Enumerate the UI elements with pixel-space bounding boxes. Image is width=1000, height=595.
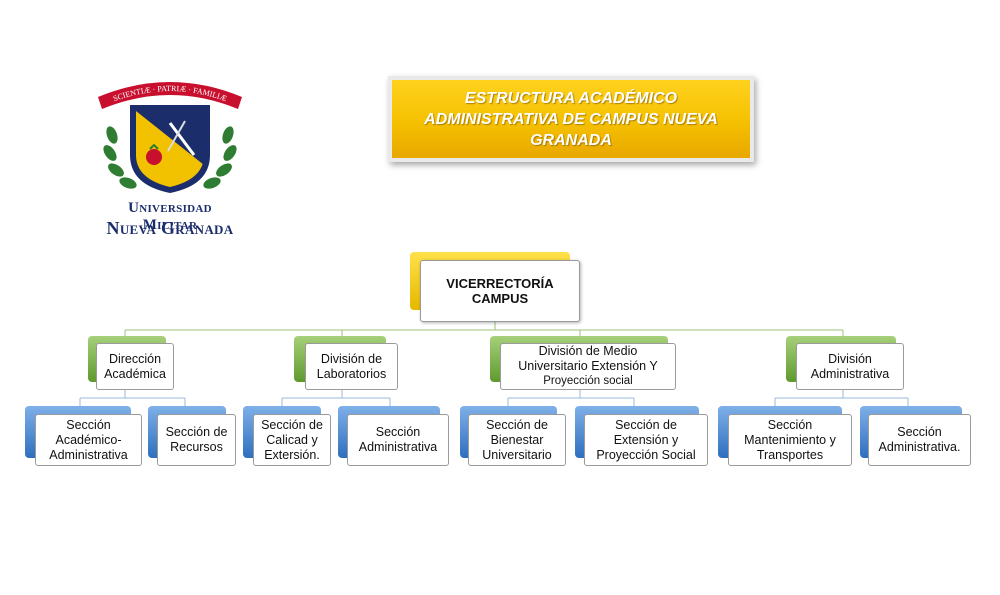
- section-label-line: Bienestar: [490, 432, 544, 447]
- section-label-line: Sección de: [165, 425, 228, 439]
- page-title: ESTRUCTURA ACADÉMICO ADMINISTRATIVA DE C…: [392, 80, 750, 158]
- section-label-line: Sección de: [261, 417, 323, 432]
- division-node-administrativa: División Administrativa: [796, 343, 904, 390]
- section-label-line: Sección: [66, 417, 111, 432]
- section-label-line: Administrativa: [358, 440, 438, 454]
- university-logo: SCIENTIÆ · PATRIÆ · FAMILIÆ: [90, 75, 250, 200]
- section-label-line: Sección: [897, 425, 942, 439]
- division-node-laboratorios: División de Laboratorios: [305, 343, 398, 390]
- division-label-line: Laboratorios: [316, 366, 387, 381]
- section-node-mantenimiento: Sección Mantenimiento y Transportes: [728, 414, 852, 466]
- division-label-line: Dirección: [108, 351, 162, 366]
- division-label-line: Académica: [104, 366, 166, 381]
- division-label-line: Universitario Extensión Y: [518, 359, 658, 373]
- university-name-line1: Universidad Militar: [128, 200, 212, 233]
- root-node-vicerrectoria: VICERRECTORÍA CAMPUS: [420, 260, 580, 322]
- root-label-line2: CAMPUS: [471, 291, 529, 306]
- section-label-line: Proyección Social: [596, 447, 696, 462]
- division-label-line: División de: [320, 351, 383, 366]
- section-label-line: Sección de: [486, 417, 548, 432]
- section-label-line: Universitario: [482, 447, 552, 462]
- section-label-line: Sección de: [615, 417, 677, 432]
- section-node-recursos: Sección de Recursos: [157, 414, 236, 466]
- section-node-calidad-extension: Sección de Calicad y Extersión.: [253, 414, 331, 466]
- section-node-bienestar: Sección de Bienestar Universitario: [468, 414, 566, 466]
- section-label-line: Extersión.: [264, 447, 320, 462]
- section-node-academico-administrativa: Sección Académico- Administrativa: [35, 414, 142, 466]
- section-label-line: Académico-: [55, 432, 122, 447]
- division-label-line: División de Medio: [538, 344, 638, 358]
- division-label-line: Proyección social: [543, 375, 633, 387]
- root-label-line1: VICERRECTORÍA: [446, 276, 554, 291]
- section-label-line: Sección: [375, 425, 421, 439]
- division-node-medio-universitario: División de Medio Universitario Extensió…: [500, 343, 676, 390]
- university-name-line2: Nueva Granada: [106, 218, 234, 238]
- section-node-administrativa-div: Sección Administrativa.: [868, 414, 971, 466]
- section-label-line: Transportes: [756, 447, 824, 462]
- section-label-line: Administrativa.: [878, 440, 961, 454]
- section-label-line: Calicad y: [266, 432, 318, 447]
- division-label-line: División: [828, 351, 872, 366]
- section-label-line: Mantenimiento y: [744, 432, 836, 447]
- division-node-direccion-academica: Dirección Académica: [96, 343, 174, 390]
- section-label-line: Sección: [767, 417, 813, 432]
- section-label-line: Extensión y: [613, 432, 679, 447]
- section-node-administrativa-lab: Sección Administrativa: [347, 414, 449, 466]
- division-label-line: Administrativa: [810, 366, 890, 381]
- crest-icon: SCIENTIÆ · PATRIÆ · FAMILIÆ: [98, 82, 242, 193]
- section-label-line: Administrativa: [49, 447, 128, 462]
- section-label-line: Recursos: [170, 440, 223, 454]
- section-node-extension-proyeccion: Sección de Extensión y Proyección Social: [584, 414, 708, 466]
